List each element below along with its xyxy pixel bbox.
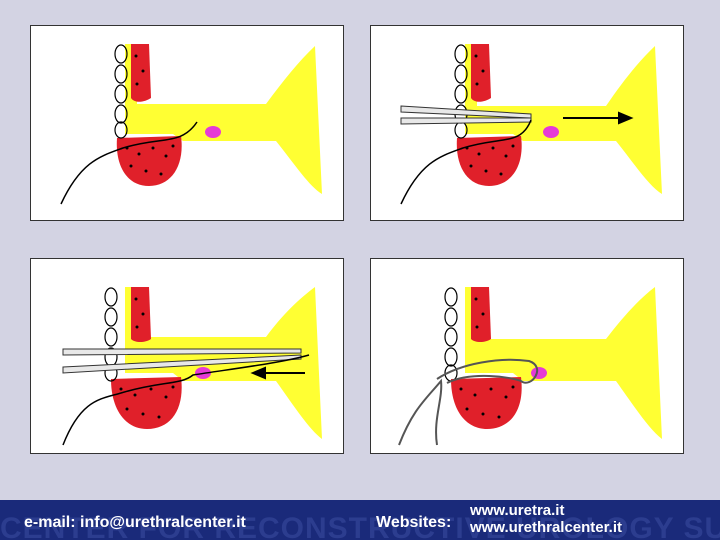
tissue-wall — [131, 44, 151, 102]
sphincter-rings — [444, 287, 458, 382]
email-contact[interactable]: e-mail: info@urethralcenter.it — [24, 514, 246, 531]
suture-thread — [62, 354, 310, 446]
footer-bar: CENTER FOR RECONSTRUCTIVE UROLOGY SURGER… — [0, 500, 720, 540]
sphincter-rings — [114, 44, 128, 139]
websites-label: Websites: — [376, 514, 452, 531]
prostate-mass — [116, 136, 182, 186]
website-link-uretra[interactable]: www.uretra.it — [470, 502, 565, 519]
diagram-panel-4 — [370, 258, 684, 454]
prostate-mass — [456, 136, 522, 186]
urethra-diagram-2 — [400, 44, 662, 205]
urethra-diagram-1 — [60, 44, 322, 205]
website-link-urethralcenter[interactable]: www.urethralcenter.it — [470, 519, 622, 536]
tissue-wall — [471, 287, 491, 342]
tissue-wall — [131, 287, 151, 342]
footer-watermark: CENTER FOR RECONSTRUCTIVE UROLOGY SURGER… — [0, 512, 720, 540]
prostate-mass — [451, 377, 522, 429]
diagram-panel-1 — [30, 25, 344, 221]
suture-loop — [436, 358, 539, 384]
forceps-instrument — [62, 348, 302, 374]
prostate-mass — [111, 377, 182, 429]
tissue-dots — [459, 297, 515, 419]
suture-thread — [60, 121, 198, 205]
tissue-dots — [465, 54, 515, 176]
suture-thread — [398, 378, 443, 446]
urethra-diagram-3 — [62, 287, 322, 446]
verumontanum — [543, 126, 559, 138]
arrow-left-icon — [250, 366, 305, 380]
urethra-shape — [465, 287, 662, 439]
verumontanum — [205, 126, 221, 138]
forceps-instrument — [400, 105, 532, 125]
arrow-right-icon — [563, 111, 634, 125]
tissue-wall — [471, 44, 491, 102]
urethra-shape — [125, 44, 322, 194]
diagram-panel-2 — [370, 25, 684, 221]
urethra-diagram-4 — [398, 287, 662, 446]
suture-thread — [400, 119, 532, 205]
tissue-dots — [119, 297, 175, 419]
verumontanum — [531, 367, 547, 379]
sphincter-rings — [104, 287, 118, 382]
tissue-dots — [125, 54, 175, 176]
diagram-panel-3 — [30, 258, 344, 454]
